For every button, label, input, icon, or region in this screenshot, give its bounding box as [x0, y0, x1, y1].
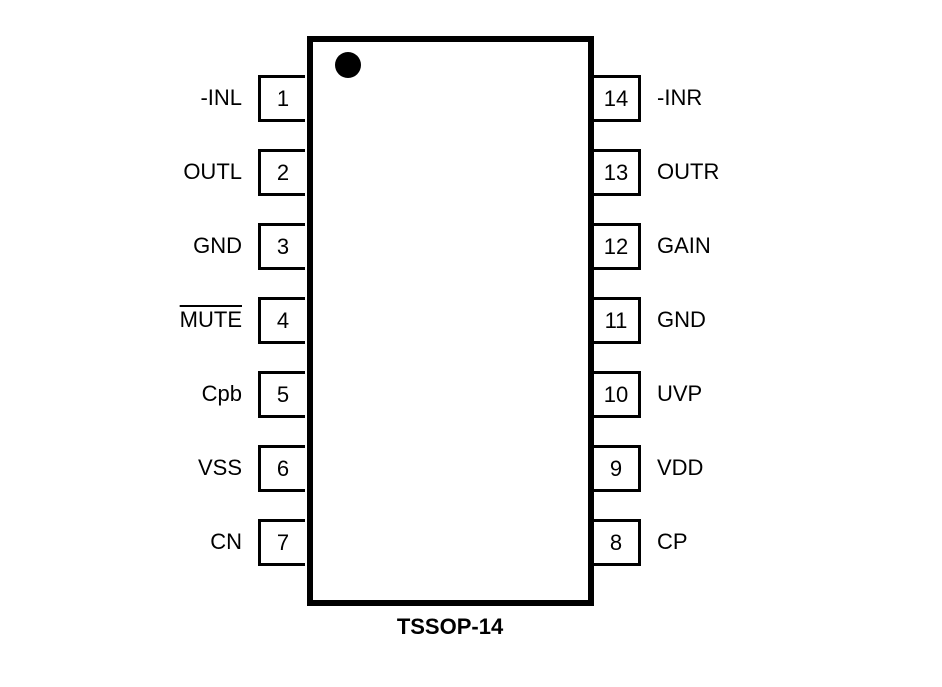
pin-7: 7 [258, 519, 305, 566]
pin1-indicator-dot [335, 52, 361, 78]
pin-3: 3 [258, 223, 305, 270]
pin-number: 14 [603, 85, 629, 111]
pin-1: 1 [258, 75, 305, 122]
pin-number: 13 [603, 159, 629, 185]
pin-number: 6 [276, 455, 290, 481]
pin-label-10: UVP [657, 381, 703, 406]
pin-number: 4 [276, 307, 290, 333]
pin-number: 8 [609, 529, 623, 555]
pin-10: 10 [594, 371, 641, 418]
pin-8: 8 [594, 519, 641, 566]
pin-label-8: CP [657, 529, 688, 554]
pin-5: 5 [258, 371, 305, 418]
pin-number: 7 [276, 529, 290, 555]
pin-9: 9 [594, 445, 641, 492]
pin-number: 10 [603, 381, 629, 407]
pin-number: 9 [609, 455, 623, 481]
package-label: TSSOP-14 [396, 614, 504, 639]
pin-label-5: Cpb [201, 381, 242, 406]
pin-label-12: GAIN [657, 233, 711, 258]
ic-package-body [307, 36, 594, 606]
pin-number: 11 [604, 307, 628, 333]
pin-label-14: -INR [657, 85, 703, 110]
pin-label-6: VSS [197, 455, 242, 480]
pin-label-1: -INL [200, 85, 242, 110]
pin-label-2: OUTL [183, 159, 242, 184]
pin-6: 6 [258, 445, 305, 492]
pin-label-3: GND [193, 233, 242, 258]
pin-13: 13 [594, 149, 641, 196]
pin-label-11: GND [657, 307, 706, 332]
pin-11: 11 [594, 297, 641, 344]
pin-number: 1 [276, 85, 290, 111]
pin-number: 5 [276, 381, 290, 407]
pin-number: 12 [603, 233, 629, 259]
pin-label-4: MUTE [179, 307, 242, 332]
pin-label-7: CN [210, 529, 242, 554]
pin-label-13: OUTR [657, 159, 720, 184]
pin-4: 4 [258, 297, 305, 344]
pin-2: 2 [258, 149, 305, 196]
pin-number: 2 [276, 159, 290, 185]
pin-label-9: VDD [657, 455, 704, 480]
pin-12: 12 [594, 223, 641, 270]
pin-14: 14 [594, 75, 641, 122]
pin-number: 3 [276, 233, 290, 259]
